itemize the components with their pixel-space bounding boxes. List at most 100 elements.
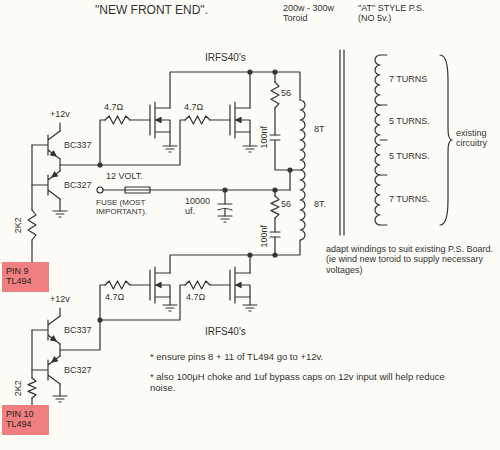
resistor-value: 56 (281, 199, 291, 209)
capacitor-symbol (218, 135, 280, 237)
pin-label: PIN 10 TL494 (6, 409, 44, 430)
junction-dot (273, 188, 277, 192)
mosfet-symbol (230, 102, 250, 138)
part-name: BC327 (64, 365, 92, 375)
resistor-symbol (28, 82, 279, 398)
wire (380, 55, 387, 225)
mosfet-symbol (236, 118, 241, 123)
capacitor-value: 10000 uf. (185, 196, 215, 217)
pin-box: PIN 9 TL494 (2, 262, 49, 292)
note: existing circuitry (456, 128, 498, 149)
mosfet-symbol (230, 267, 250, 303)
fuse-and-bracket (440, 55, 452, 225)
junction-dot (98, 163, 102, 167)
resistor-symbol (271, 196, 279, 218)
note: * also 100μH choke and 1uf bypass caps o… (150, 372, 470, 394)
resistor-symbol (185, 281, 210, 289)
transistor-symbol (32, 131, 60, 384)
winding-label: 7 TURNS. (389, 194, 430, 204)
resistor-symbol (185, 116, 210, 124)
resistor-value: 56 (281, 88, 291, 98)
ground-symbol (53, 146, 257, 402)
supply-label: 12 VOLT. (106, 171, 143, 181)
resistor-symbol (271, 82, 279, 108)
toroid-winding (300, 50, 380, 240)
pin-label: PIN 9 TL494 (6, 266, 44, 287)
winding-label: 5 TURNS. (389, 116, 430, 126)
diagram-title: "NEW FRONT END". (95, 4, 208, 18)
wire (170, 240, 300, 305)
transistor-symbol (52, 357, 58, 362)
capacitor-value: 100nf (259, 126, 269, 149)
ground-symbol (243, 305, 257, 311)
fuse-and-bracket (97, 55, 452, 225)
mosfet-symbol (156, 283, 161, 288)
part-name: BC337 (64, 325, 92, 335)
ground-symbol (163, 305, 177, 311)
toroid-winding (340, 50, 344, 235)
wire (32, 308, 60, 405)
junction-dot (98, 70, 292, 322)
junction-dot (273, 253, 277, 257)
transistor-symbol (52, 172, 58, 177)
transistor-symbol (32, 316, 60, 344)
toroid-winding (375, 55, 380, 225)
winding-label: 7 TURNS (389, 74, 427, 84)
resistor-symbol (105, 281, 130, 289)
wire (32, 123, 60, 262)
wire (32, 55, 387, 405)
part-name: BC337 (64, 140, 92, 150)
ground-symbol (243, 146, 257, 152)
ground-symbol (218, 216, 232, 222)
junction-dot (98, 318, 102, 322)
resistor-value: 4.7Ω (184, 102, 203, 112)
junction-dot (288, 168, 292, 172)
winding-label: 8T (314, 124, 325, 134)
resistor-value: 2K2 (13, 380, 23, 396)
note: adapt windings to suit existing P.S. Boa… (326, 244, 496, 275)
ground-symbol (163, 146, 177, 152)
supply-label: +12v (50, 109, 70, 119)
ground-symbol (53, 211, 67, 217)
note: * ensure pins 8 + 11 of TL494 go to +12v… (150, 352, 323, 363)
winding-label: 5 TURNS. (389, 151, 430, 161)
junction-dot (223, 188, 227, 192)
capacitor-symbol (270, 135, 280, 237)
winding-label: 8T. (314, 199, 326, 209)
junction-dot (273, 70, 277, 74)
note: "AT" STYLE P.S. (NO 5v.) (358, 3, 438, 24)
transistor-symbol (51, 151, 57, 156)
capacitor-symbol (218, 204, 232, 210)
mosfet-symbol (156, 118, 161, 123)
part-name: BC327 (64, 180, 92, 190)
toroid-winding (300, 100, 305, 240)
note: FUSE (MOST IMPORTANT). (96, 198, 174, 216)
junction-dot (248, 253, 252, 257)
resistor-value: 4.7Ω (186, 292, 205, 302)
resistor-value: 4.7Ω (105, 292, 124, 302)
wire (275, 72, 300, 255)
part-name: IRFS40's (205, 326, 246, 338)
resistor-value: 2K2 (13, 217, 23, 233)
junction-dot (248, 70, 252, 74)
wire (60, 285, 230, 350)
mosfet-symbol (150, 102, 170, 138)
mosfet-symbol (150, 102, 250, 303)
note: 200w - 300w Toroid (283, 3, 345, 24)
capacitor-value: 100nf (259, 225, 269, 248)
mosfet-symbol (236, 283, 241, 288)
transistor-symbol (51, 336, 57, 341)
mosfet-symbol (150, 267, 170, 303)
part-name: IRFS40's (205, 52, 246, 64)
wire (60, 120, 230, 165)
transistor-symbol (32, 356, 60, 384)
resistor-symbol (28, 210, 36, 240)
transistor-symbol (32, 171, 60, 199)
supply-label: +12v (50, 294, 70, 304)
resistor-value: 4.7Ω (104, 102, 123, 112)
ground-symbol (53, 396, 67, 402)
fuse-and-bracket (125, 187, 150, 193)
resistor-symbol (105, 116, 130, 124)
